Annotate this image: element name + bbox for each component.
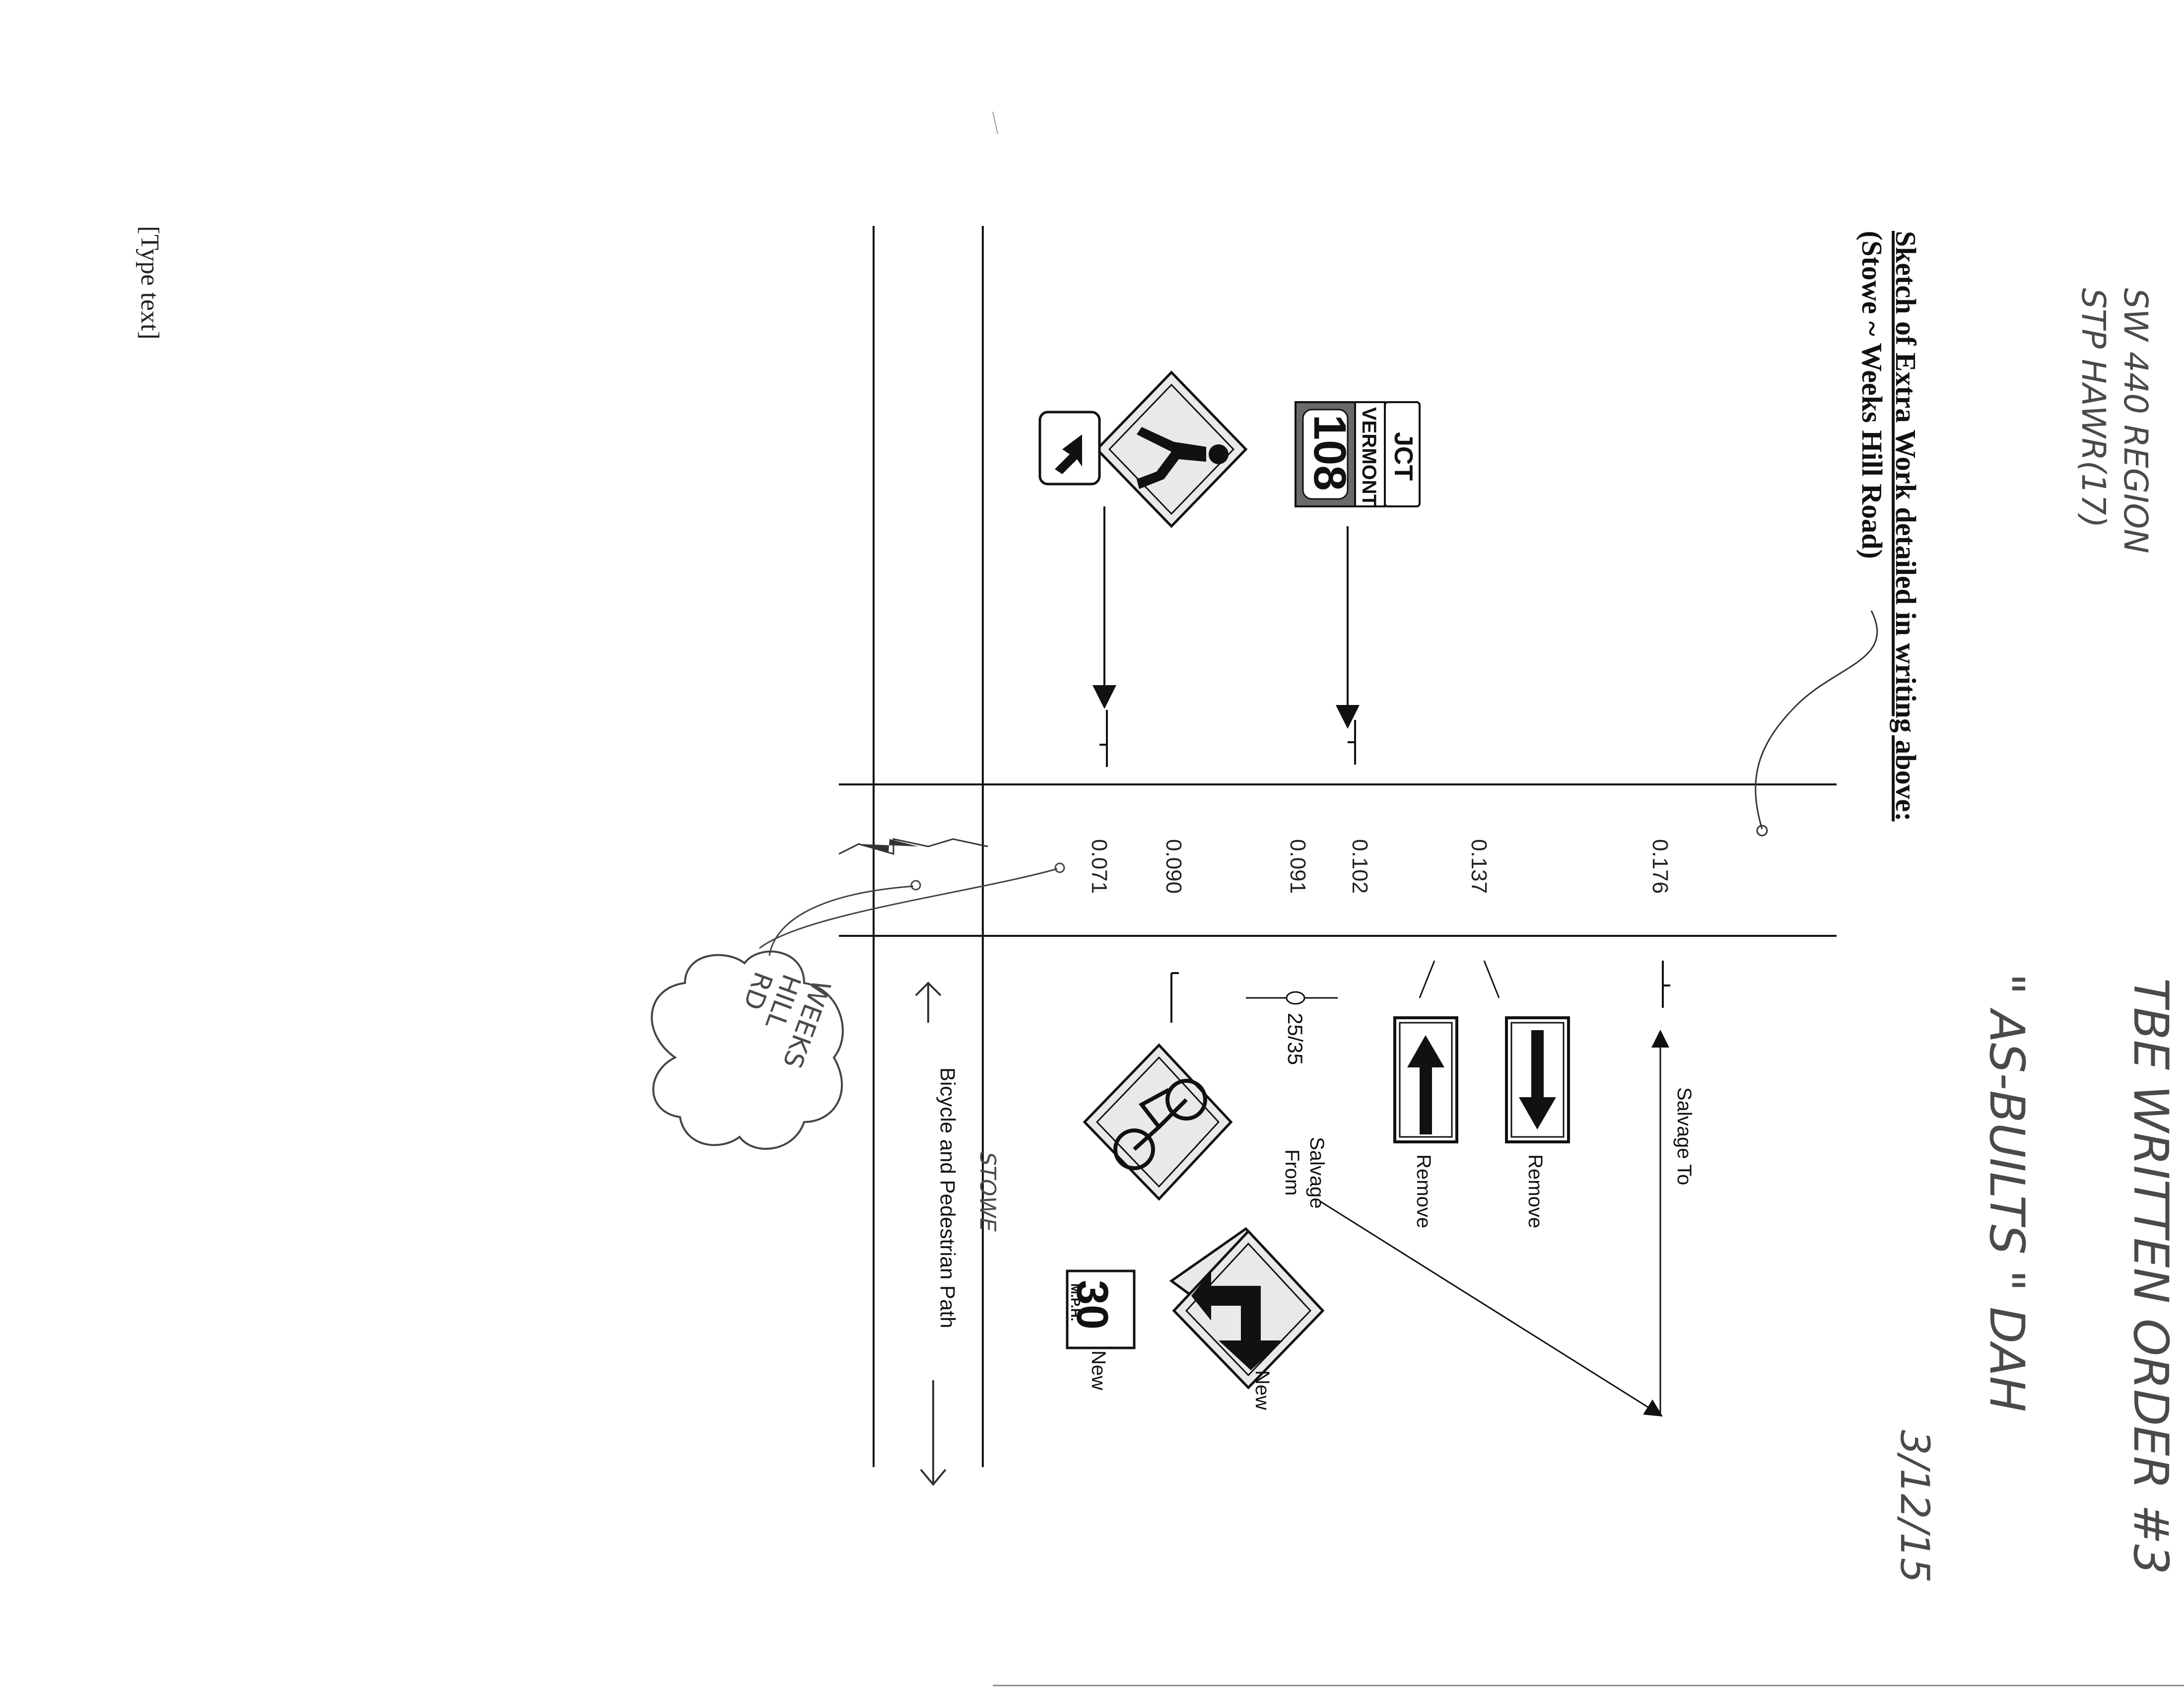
pedestrian-crossing-sign	[1095, 370, 1248, 528]
handwritten-project-note: STP HAWR(17)	[2074, 288, 2113, 528]
bicycle-warning-sign	[1083, 972, 1233, 1201]
cloud-leader-2-end	[1054, 862, 1065, 873]
one-way-sign-down	[1505, 1016, 1570, 1143]
handwritten-region-note: SW 440 REGION	[2116, 288, 2155, 554]
handwritten-as-builts-note: " AS-BUILTS " DAH	[1979, 973, 2035, 1412]
salvage-from-line	[1320, 1200, 1663, 1417]
break-symbol-fill	[859, 839, 918, 853]
scan-mark-top	[992, 111, 998, 135]
type-text-placeholder: [Type text]	[136, 226, 164, 340]
remove-pointer-2	[1419, 960, 1435, 998]
title-leader-curve	[1755, 610, 1878, 830]
path-arrow-up	[915, 982, 942, 1023]
up-arrow-icon	[1407, 1035, 1444, 1134]
speed-post-marker	[1286, 991, 1305, 1005]
speed-pair-label: 25/35	[1284, 1013, 1307, 1065]
jct-text: JCT	[1389, 432, 1418, 481]
remove-label-2: Remove	[1413, 1154, 1434, 1228]
leader-end-dot	[1756, 825, 1768, 837]
vermont-text: VERMONT	[1358, 407, 1380, 506]
bicycle-icon	[1113, 1079, 1207, 1170]
route-108-number: 108	[1304, 415, 1355, 491]
sketch-subtitle: (Stowe ~ Weeks Hill Road)	[1856, 231, 1888, 559]
sketch-title: Sketch of Extra Work detailed in writing…	[1890, 231, 1922, 822]
handwritten-stowe: STOWE	[975, 1152, 1000, 1232]
path-arrow-down	[920, 1380, 947, 1486]
speed-mph-text: M.P.H.	[1068, 1283, 1083, 1321]
right-curve-sign	[1169, 1227, 1325, 1390]
remove-pointer-1	[1483, 960, 1500, 998]
break-symbol	[838, 838, 988, 855]
milepost-0-090: 0.090	[1161, 839, 1186, 894]
milepost-0-071: 0.071	[1087, 839, 1111, 894]
milepost-0-176: 0.176	[1648, 839, 1672, 894]
handwritten-work-order-note: TBE WRITTEN ORDER #3	[2123, 978, 2179, 1574]
left-arrow-plaque	[1038, 411, 1101, 486]
milepost-0-102: 0.102	[1348, 839, 1372, 894]
milepost-0-137: 0.137	[1467, 839, 1491, 894]
turn-arrow-icon	[1191, 1271, 1283, 1370]
cloud-leader-1-end	[910, 880, 921, 891]
pedestrian-icon	[1137, 427, 1228, 489]
weeks-hill-cloud	[651, 950, 844, 1150]
milepost-labels: 0.176 0.137 0.102 0.091 0.090 0.071	[1087, 839, 1672, 894]
cloud-leader-2	[759, 868, 1058, 949]
new-label-2: New	[1088, 1350, 1109, 1390]
speed-30-plaque: 30 M.P.H.	[1066, 1269, 1136, 1349]
salvage-from-label-2: From	[1281, 1149, 1303, 1196]
remove-label-1: Remove	[1524, 1154, 1546, 1228]
one-way-sign-up	[1393, 1016, 1458, 1143]
salvage-from-label-1: Salvage	[1306, 1137, 1328, 1209]
diagonal-arrow-icon	[1055, 434, 1082, 474]
path-label: Bicycle and Pedestrian Path	[936, 1067, 959, 1328]
salvage-to-label: Salvage To	[1673, 1087, 1695, 1185]
speed-30-number: 30	[1067, 1280, 1117, 1330]
milepost-0-091: 0.091	[1286, 839, 1310, 894]
handwritten-date-note: 3/12/15	[1892, 1430, 1938, 1583]
jct-route-108-sign: JCT VERMONT 108	[1295, 401, 1421, 507]
cloud-leader-1	[768, 885, 914, 956]
new-label-1: New	[1251, 1370, 1273, 1410]
down-arrow-icon	[1519, 1030, 1556, 1129]
